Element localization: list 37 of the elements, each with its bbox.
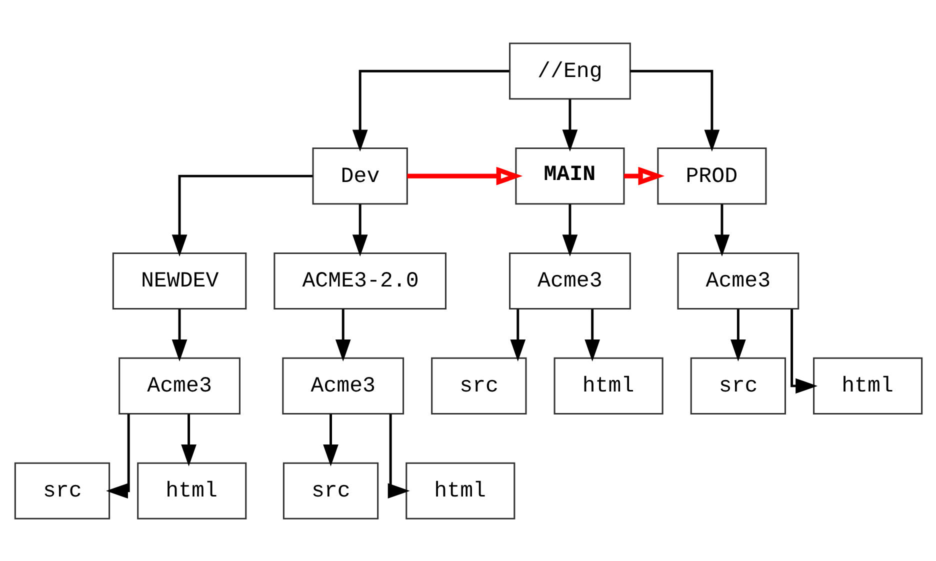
arrow (322, 414, 338, 466)
node-box: src (690, 356, 786, 414)
arrow (171, 174, 312, 256)
arrow (406, 166, 522, 185)
node-box: Dev (312, 147, 408, 204)
arrow (630, 69, 720, 152)
arrow (730, 308, 746, 361)
arrow (106, 414, 130, 498)
arrow (352, 204, 368, 256)
arrow (510, 308, 526, 361)
arrow (171, 308, 187, 361)
node-box: Acme3 (676, 252, 799, 310)
node-box: PROD (656, 147, 766, 204)
arrow (624, 166, 664, 185)
node-box: NEWDEV (112, 252, 246, 310)
arrow (387, 414, 410, 498)
node-box: ACME3-2.0 (273, 252, 446, 310)
node-box: src (14, 462, 110, 519)
arrow (352, 69, 509, 152)
arrow (714, 204, 730, 256)
node-box: Acme3 (118, 356, 240, 414)
node-box: src (282, 462, 378, 519)
arrow (180, 414, 196, 466)
node-box: MAIN (514, 147, 624, 204)
node-box: html (812, 356, 922, 414)
arrow (562, 204, 578, 256)
node-box: html (136, 462, 246, 519)
node-box: html (405, 462, 515, 519)
node-box: html (553, 356, 663, 414)
arrow (334, 308, 350, 361)
node-box: Acme3 (508, 252, 630, 310)
arrow (584, 308, 600, 361)
arrow (790, 308, 818, 394)
node-box: Acme3 (282, 356, 404, 414)
node-box: //Eng (508, 42, 630, 100)
node-box: src (430, 356, 526, 414)
arrow (562, 98, 578, 152)
